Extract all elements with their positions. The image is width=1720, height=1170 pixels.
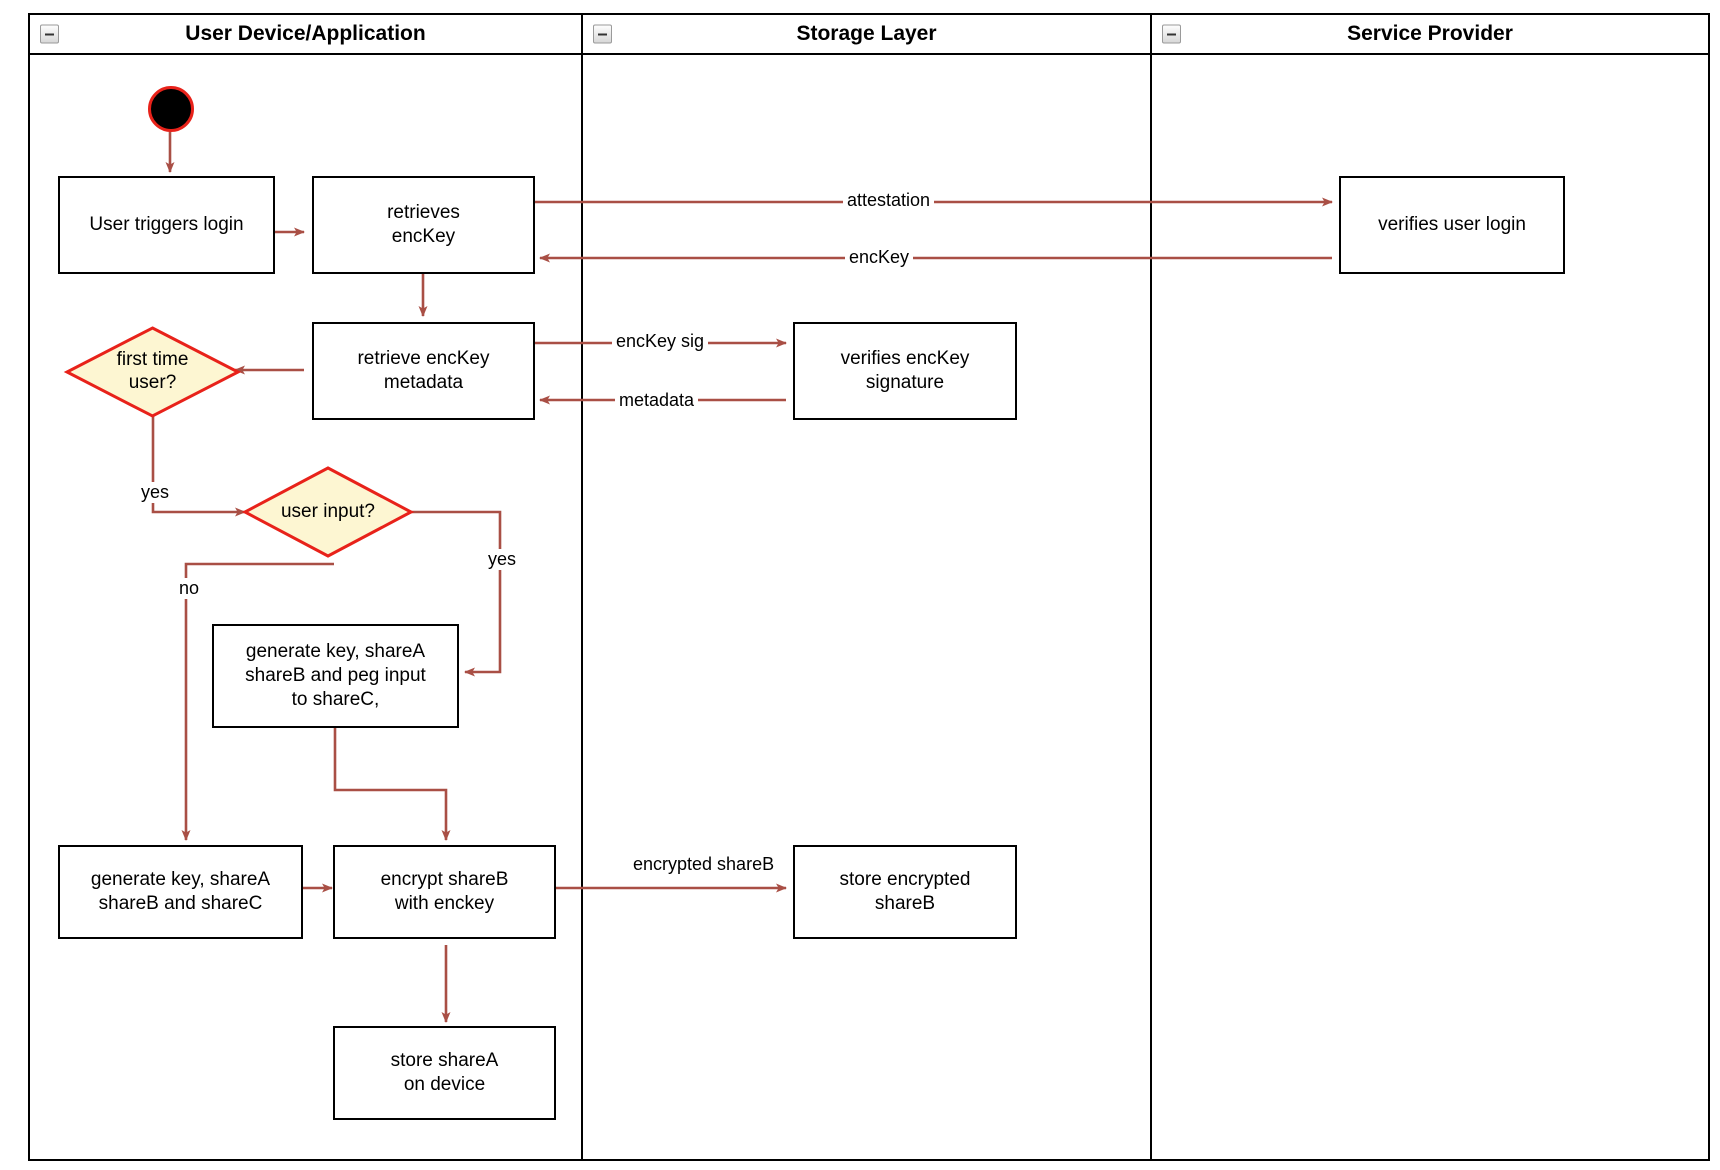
activity-user-triggers-login[interactable]: User triggers login <box>58 176 275 274</box>
activity-generate-key-shares[interactable]: generate key, shareA shareB and shareC <box>58 845 303 939</box>
initial-node <box>148 86 194 132</box>
lane-title-user-device: User Device/Application <box>185 22 426 45</box>
minus-box-icon[interactable] <box>1162 24 1181 44</box>
minus-box-icon[interactable] <box>40 24 59 44</box>
minus-box-icon[interactable] <box>593 24 612 44</box>
decision-user-input[interactable]: user input? <box>241 466 415 558</box>
edge-userinput-yes <box>410 510 502 677</box>
lane-body-storage-layer <box>583 55 1152 1159</box>
edge-label-user-input-no: no <box>175 578 204 599</box>
lane-title-service-provider: Service Provider <box>1347 22 1513 45</box>
lane-title-storage-layer: Storage Layer <box>796 22 937 45</box>
activity-store-encrypted-shareb[interactable]: store encrypted shareB <box>793 845 1017 939</box>
activity-store-sharea-on-device[interactable]: store shareA on device <box>333 1026 556 1120</box>
activity-retrieves-enckey[interactable]: retrieves encKey <box>312 176 535 274</box>
edge-label-first-time-yes: yes <box>137 482 174 503</box>
edge-firsttime-yes <box>151 416 246 517</box>
activity-verifies-user-login[interactable]: verifies user login <box>1339 176 1565 274</box>
activity-generate-key-peg-input[interactable]: generate key, shareA shareB and peg inpu… <box>212 624 459 728</box>
edge-label-attestation: attestation <box>843 190 935 211</box>
lane-header-storage-layer[interactable]: Storage Layer <box>583 15 1152 55</box>
edge-userinput-no <box>181 562 334 841</box>
edge-label-user-input-yes: yes <box>484 549 521 570</box>
decision-user-input-label: user input? <box>280 500 375 522</box>
lane-body-user-device <box>30 55 583 1159</box>
edge-label-encrypted-shareb: encrypted shareB <box>629 854 774 875</box>
swimlane-frame <box>28 13 1710 1161</box>
edge-peg-to-encrypt <box>333 727 451 841</box>
lane-header-service-provider[interactable]: Service Provider <box>1152 15 1708 55</box>
activity-verifies-enckey-signature[interactable]: verifies encKey signature <box>793 322 1017 420</box>
edge-label-enckey-sig: encKey sig <box>612 331 709 352</box>
decision-first-time-user[interactable]: first time user? <box>63 326 242 418</box>
activity-encrypt-shareb[interactable]: encrypt shareB with enckey <box>333 845 556 939</box>
activity-retrieve-enckey-metadata[interactable]: retrieve encKey metadata <box>312 322 535 420</box>
lane-header-user-device[interactable]: User Device/Application <box>30 15 583 55</box>
decision-first-time-user-label: first time user? <box>116 349 189 393</box>
edge-label-enckey: encKey <box>845 247 914 268</box>
edge-label-metadata: metadata <box>615 390 699 411</box>
